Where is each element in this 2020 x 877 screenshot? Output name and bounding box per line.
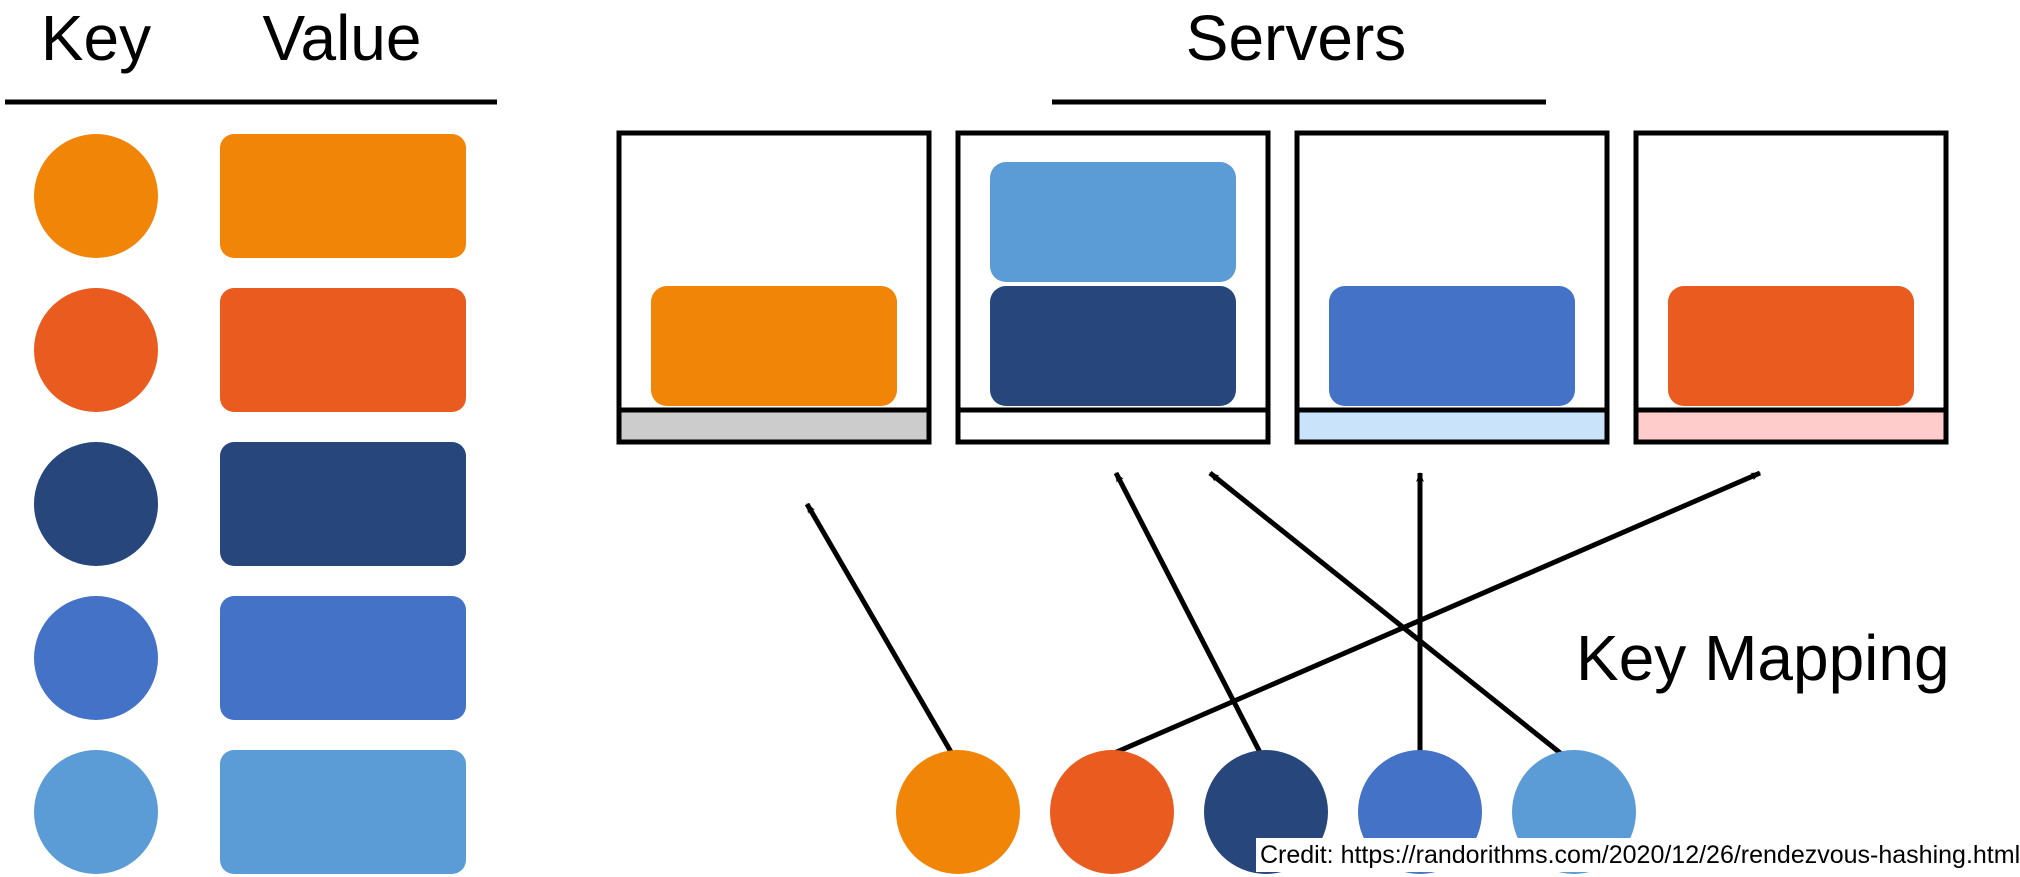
mapping-arrow xyxy=(804,502,961,766)
mapping-key-circle xyxy=(1050,750,1174,874)
server-stored-value xyxy=(990,286,1236,406)
mapping-arrow xyxy=(1113,471,1269,766)
server-stripe xyxy=(958,410,1268,442)
server-box xyxy=(616,130,932,445)
legend-value-block xyxy=(220,750,466,874)
legend-key-circle xyxy=(34,750,158,874)
key-header: Key xyxy=(41,2,151,74)
value-header: Value xyxy=(263,2,422,74)
server-stripe xyxy=(619,410,929,442)
servers-title: Servers xyxy=(1186,2,1407,74)
server-stored-value xyxy=(1329,286,1575,406)
legend-key-circle xyxy=(34,596,158,720)
legend-rows xyxy=(34,134,466,874)
mapping-arrow xyxy=(1208,471,1576,766)
mapping-arrows xyxy=(804,470,1761,766)
legend-value-block xyxy=(220,288,466,412)
legend-value-block xyxy=(220,442,466,566)
server-box xyxy=(1294,130,1610,445)
server-stored-value xyxy=(1668,286,1914,406)
server-boxes xyxy=(616,130,1949,445)
server-stored-value xyxy=(651,286,897,406)
key-mapping-label: Key Mapping xyxy=(1576,622,1950,694)
server-stored-value xyxy=(990,162,1236,282)
mapping-arrow xyxy=(1111,470,1761,757)
legend-key-circle xyxy=(34,134,158,258)
server-box xyxy=(1633,130,1949,445)
legend-value-block xyxy=(220,134,466,258)
server-stripe xyxy=(1297,410,1607,442)
credit-text: Credit: https://randorithms.com/2020/12/… xyxy=(1256,838,2020,872)
legend-value-block xyxy=(220,596,466,720)
server-stripe xyxy=(1636,410,1946,442)
mapping-key-circle xyxy=(896,750,1020,874)
server-box xyxy=(955,130,1271,445)
legend-key-circle xyxy=(34,442,158,566)
legend-key-circle xyxy=(34,288,158,412)
